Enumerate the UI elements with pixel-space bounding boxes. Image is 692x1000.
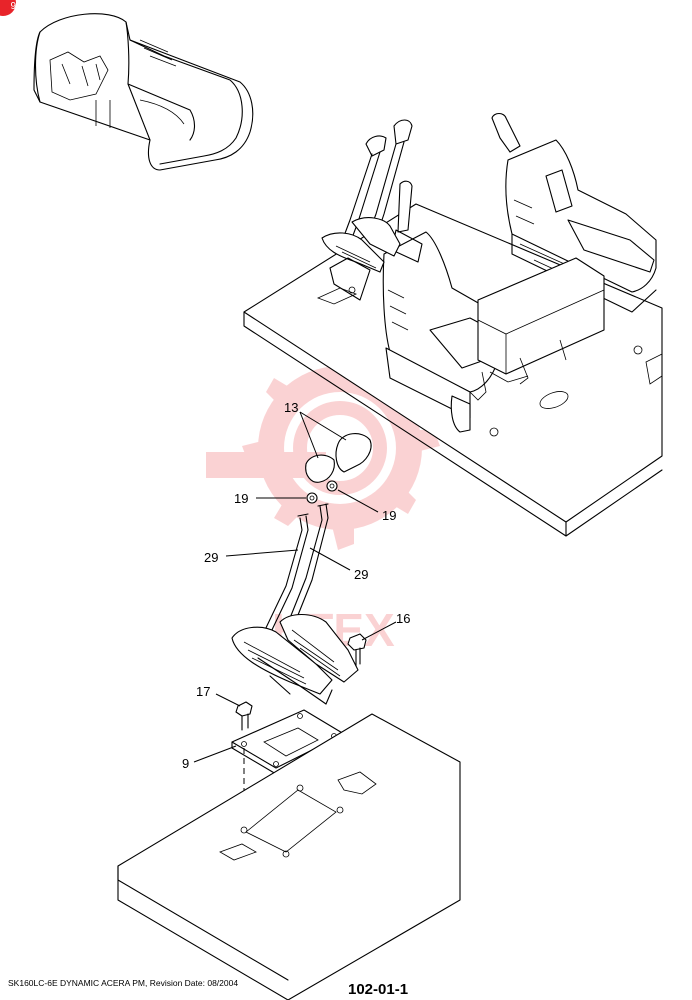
callout-9: 9 bbox=[182, 756, 189, 771]
travel-levers-installed bbox=[321, 119, 413, 301]
callout-16: 16 bbox=[396, 611, 410, 626]
footer-model-text: SK160LC-6E DYNAMIC ACERA PM, Revision Da… bbox=[8, 978, 239, 988]
callout-29-left: 29 bbox=[204, 550, 218, 565]
floor-plate-lower bbox=[117, 713, 461, 1000]
callout-17: 17 bbox=[196, 684, 210, 699]
leader-lines bbox=[193, 411, 397, 763]
bolt-16 bbox=[347, 633, 367, 667]
callout-labels: 13 19 19 29 29 16 17 9 bbox=[182, 400, 410, 771]
knobs-13 bbox=[305, 433, 372, 483]
nuts-19 bbox=[306, 480, 338, 504]
corner-badge: 9 bbox=[0, 0, 16, 16]
callout-19-left: 19 bbox=[234, 491, 248, 506]
bolt-17 bbox=[235, 701, 253, 731]
callout-19-right: 19 bbox=[382, 508, 396, 523]
footer-page-number: 102-01-1 bbox=[348, 981, 409, 998]
overview-thumbnail bbox=[33, 13, 254, 171]
seat-base-frame bbox=[477, 257, 605, 385]
pedals bbox=[231, 613, 359, 705]
console-right bbox=[491, 112, 657, 313]
callout-13: 13 bbox=[284, 400, 298, 415]
callout-29-right: 29 bbox=[354, 567, 368, 582]
